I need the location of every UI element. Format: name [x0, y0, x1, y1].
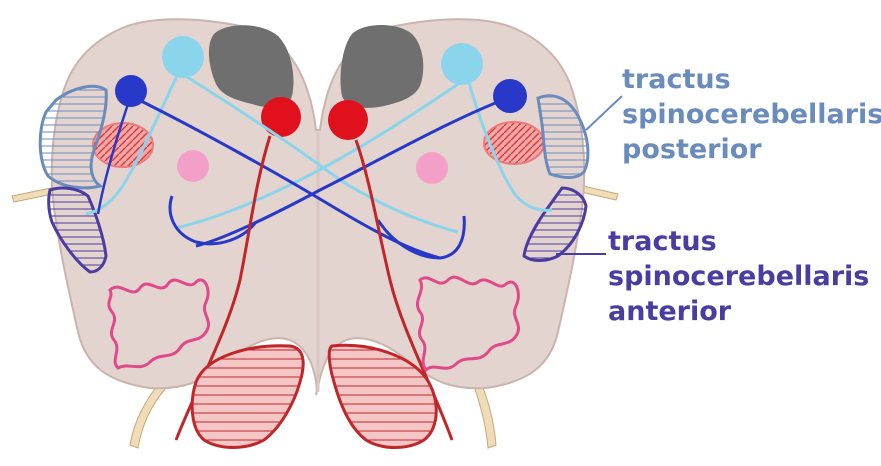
- pink-nucleus-right: [416, 152, 448, 184]
- olive-wave-left: [107, 278, 211, 370]
- dark-blue-loop-left: [168, 195, 258, 246]
- posterior-tract-right: [536, 94, 590, 179]
- red-nucleus-right: [328, 100, 368, 140]
- dark-blue-fiber-left: [130, 94, 441, 260]
- dark-blue-loop-right: [376, 215, 466, 260]
- pyramid-left-hatch: [190, 344, 305, 449]
- anterior-tract-left: [47, 186, 108, 274]
- label-anterior-line-2: spinocerebellaris: [608, 261, 870, 292]
- dark-blue-lateral-left: [96, 103, 130, 215]
- red-nucleus-left: [261, 97, 301, 137]
- grey-nucleus-right: [340, 25, 424, 108]
- label-posterior-line-2: spinocerebellaris: [622, 99, 881, 130]
- olive-wave-right: [415, 275, 521, 373]
- pyramid-right-hatch: [327, 343, 438, 449]
- grey-nucleus-left: [208, 25, 294, 108]
- light-blue-nucleus-left: [162, 36, 204, 78]
- label-posterior-line-1: tractus: [622, 64, 731, 95]
- posterior-label-connector: [585, 95, 623, 131]
- label-tractus-spinocerebellaris-anterior: tractus spinocerebellaris anterior: [608, 224, 869, 329]
- pink-nucleus-left: [177, 150, 209, 182]
- anterior-tract-right: [522, 186, 588, 262]
- label-posterior-line-3: posterior: [622, 134, 762, 165]
- dark-blue-nucleus-right: [493, 79, 527, 113]
- light-blue-fiber-left: [175, 68, 459, 234]
- nerve-root-bottom-right: [473, 379, 497, 449]
- dark-blue-fiber-right: [195, 96, 509, 248]
- label-tractus-spinocerebellaris-posterior: tractus spinocerebellaris posterior: [622, 62, 881, 167]
- posterior-tract-left: [38, 84, 108, 190]
- light-blue-nucleus-right: [441, 43, 483, 85]
- light-blue-fiber-right: [175, 74, 471, 230]
- salmon-nucleus-right-hatch: [483, 121, 545, 165]
- nerve-root-bottom-left: [129, 381, 167, 449]
- label-anterior-line-1: tractus: [608, 226, 717, 257]
- label-anterior-line-3: anterior: [608, 296, 732, 327]
